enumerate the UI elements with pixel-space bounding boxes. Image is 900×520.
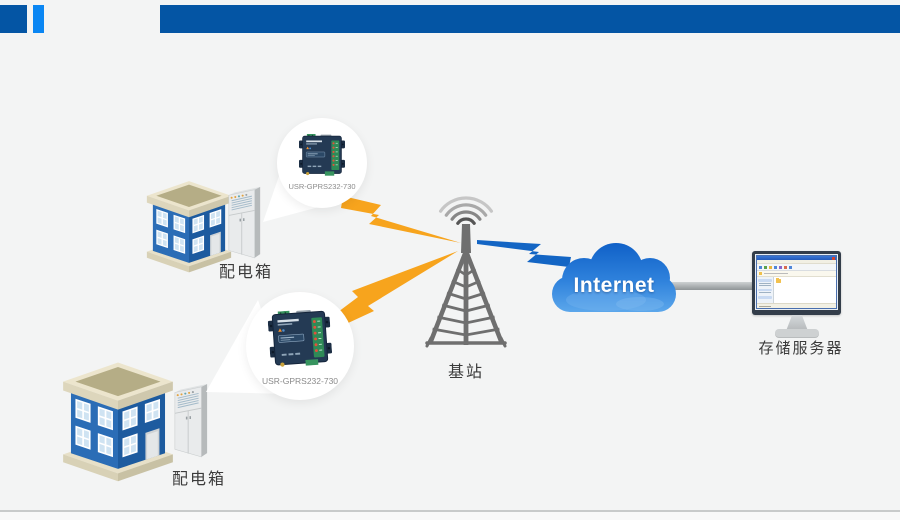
nav-line xyxy=(759,284,771,286)
device-callout-2: USR-GPRS232-730 xyxy=(246,292,354,400)
monitor-stand-base xyxy=(775,329,819,337)
monitor-screen xyxy=(755,254,838,310)
window-nav-pane xyxy=(757,277,774,303)
toolbar-icon xyxy=(789,265,792,269)
server-label: 存储服务器 xyxy=(758,340,844,357)
window-content xyxy=(774,277,836,303)
window-addressbar xyxy=(757,271,836,277)
monitor-stand-neck xyxy=(786,315,808,331)
window-menubar xyxy=(757,260,836,264)
toolbar-icon xyxy=(784,265,787,269)
nav-line xyxy=(759,292,771,293)
building-1-label: 配电箱 xyxy=(218,264,273,281)
building-2-label: 配电箱 xyxy=(171,471,226,488)
distribution-cabinet-2-icon xyxy=(174,383,208,458)
header-block-left xyxy=(0,5,27,33)
status-line xyxy=(759,305,771,307)
internet-label: Internet xyxy=(573,274,655,297)
signal-waves-icon xyxy=(439,196,493,225)
nav-header xyxy=(758,296,772,299)
toolbar-icon xyxy=(779,265,782,269)
window-titlebar xyxy=(757,256,836,260)
window-statusbar xyxy=(757,303,836,308)
toolbar-icon xyxy=(774,265,777,269)
device-callout-1: USR-GPRS232-730 xyxy=(277,118,367,208)
cell-tower-icon xyxy=(425,196,507,348)
folder-icon xyxy=(776,278,781,283)
tower-label: 基站 xyxy=(447,364,484,381)
close-icon xyxy=(832,256,835,260)
nav-header xyxy=(758,288,772,291)
explorer-window xyxy=(756,255,837,309)
footer-divider xyxy=(0,510,900,512)
footer-strip xyxy=(0,512,900,520)
internet-cloud-icon xyxy=(552,243,676,312)
gprs-device-1-icon xyxy=(299,134,345,176)
gprs-device-2-icon xyxy=(267,307,333,369)
desktop-monitor-icon xyxy=(752,251,841,315)
toolbar-icon xyxy=(764,265,767,269)
distribution-cabinet-1-icon xyxy=(228,186,261,259)
nav-header xyxy=(758,279,772,282)
header-bar-main xyxy=(160,5,900,33)
nav-line xyxy=(759,282,771,284)
toolbar-icon xyxy=(769,265,772,269)
window-toolbar xyxy=(757,264,836,271)
device-2-label: USR-GPRS232-730 xyxy=(261,376,339,386)
toolbar-icon xyxy=(759,265,762,269)
header-accent-bar xyxy=(33,5,44,33)
address-line xyxy=(764,273,788,274)
device-1-label: USR-GPRS232-730 xyxy=(288,182,356,191)
folder-icon xyxy=(759,272,762,275)
